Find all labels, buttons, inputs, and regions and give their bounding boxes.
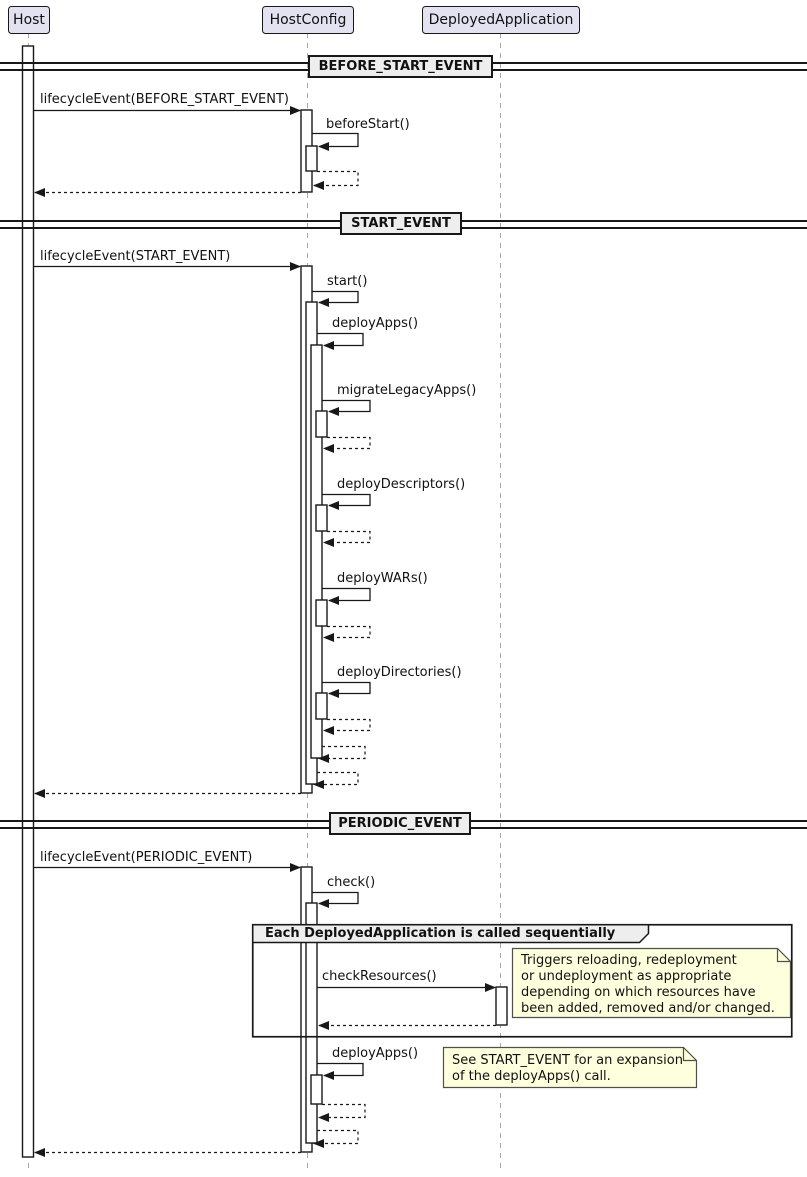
- note-shapes-layer: [442, 947, 792, 1089]
- group-frame-label: Each DeployedApplication is called seque…: [265, 926, 616, 941]
- arrow-check-self: [312, 891, 359, 908]
- arrow-before-start-self: [312, 132, 359, 151]
- message-deploy-apps: deployApps(): [332, 316, 419, 331]
- activation-bar: [315, 504, 328, 532]
- note-shape: [442, 1046, 698, 1089]
- return-arrows-layer: [34, 170, 496, 1157]
- arrow-deploy-descriptors-self: [322, 493, 371, 510]
- note-deploy-apps: See START_EVENT for an expansion of the …: [452, 1053, 683, 1084]
- divider-label: START_EVENT: [351, 216, 451, 231]
- participant-label: DeployedApplication: [428, 12, 574, 28]
- divider-label: BEFORE_START_EVENT: [318, 59, 483, 74]
- return-start: [313, 771, 359, 789]
- activation-bar: [305, 902, 318, 1144]
- lifelines-layer: [28, 33, 501, 1172]
- group-frame: [251, 923, 793, 1038]
- return-deploy-descriptors: [323, 530, 371, 547]
- participant-host: Host: [8, 6, 50, 34]
- arrow-deploy-apps-self: [317, 332, 364, 350]
- message-deploy-wars: deployWARs(): [337, 571, 428, 586]
- group-frame-header: [252, 924, 650, 944]
- note-fold: [682, 1047, 697, 1062]
- return-before-start: [313, 170, 359, 190]
- participant-label: Host: [13, 12, 45, 28]
- arrow-start-self: [312, 290, 359, 307]
- message-start: start(): [327, 274, 368, 289]
- message-check: check(): [327, 875, 376, 890]
- message-migrate-legacy-apps: migrateLegacyApps(): [337, 383, 477, 398]
- participant-label: HostConfig: [269, 12, 347, 28]
- activation-bar: [310, 344, 323, 759]
- message-before-start: beforeStart(): [326, 117, 410, 132]
- call-arrows-layer: [33, 106, 496, 1080]
- activation-bar: [310, 1074, 323, 1105]
- return-migrate-legacy: [323, 436, 371, 453]
- message-deploy-apps-periodic: deployApps(): [332, 1046, 419, 1061]
- return-deploy-wars: [323, 625, 371, 642]
- note-fold: [776, 948, 791, 963]
- arrow-deploy-directories-self: [322, 681, 371, 698]
- return-deploy-apps-periodic: [318, 1103, 366, 1122]
- message-lifecycle-before-start: lifecycleEvent(BEFORE_START_EVENT): [40, 92, 289, 107]
- message-lifecycle-start: lifecycleEvent(START_EVENT): [40, 249, 231, 264]
- activation-bar: [495, 986, 508, 1026]
- activation-bar: [315, 692, 328, 720]
- divider-lines-layer: [0, 62, 807, 829]
- divider-label: PERIODIC_EVENT: [338, 816, 462, 831]
- return-check: [313, 1129, 359, 1148]
- activation-bar: [315, 599, 328, 627]
- activation-bar-host: [21, 45, 35, 1158]
- participant-deployedapplication: DeployedApplication: [422, 6, 580, 34]
- message-check-resources: checkResources(): [322, 969, 437, 984]
- activation-bar: [305, 145, 318, 172]
- participant-hostconfig: HostConfig: [262, 6, 354, 34]
- arrow-deploy-apps-periodic-self: [317, 1062, 364, 1080]
- message-lifecycle-periodic: lifecycleEvent(PERIODIC_EVENT): [40, 850, 253, 865]
- divider-before-start-event: BEFORE_START_EVENT: [308, 55, 493, 78]
- note-check-resources: Triggers reloading, redeployment or unde…: [521, 953, 775, 1016]
- divider-start-event: START_EVENT: [340, 212, 462, 235]
- divider-periodic-event: PERIODIC_EVENT: [329, 812, 471, 835]
- arrow-deploy-wars-self: [322, 587, 371, 605]
- return-deploy-apps: [318, 745, 366, 763]
- return-deploy-directories: [323, 718, 371, 735]
- arrow-migrate-legacy-self: [322, 399, 371, 416]
- message-deploy-descriptors: deployDescriptors(): [337, 477, 466, 492]
- activation-layer: [21, 45, 508, 1158]
- message-deploy-directories: deployDirectories(): [337, 665, 462, 680]
- note-shape: [511, 947, 792, 1019]
- activation-bar: [315, 410, 328, 438]
